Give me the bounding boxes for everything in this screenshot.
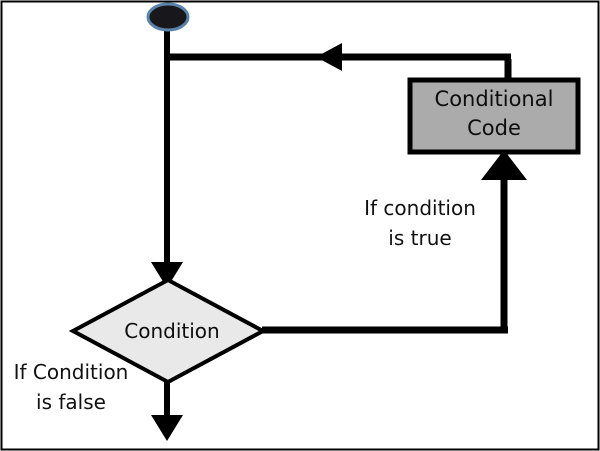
- false-branch-label-line1: If Condition: [14, 360, 129, 384]
- true-branch-label: If condition is true: [364, 196, 476, 250]
- true-branch-arrowhead: [481, 150, 527, 180]
- edge-start-to-condition-arrowhead: [151, 262, 183, 288]
- conditional-code-label-line2: Code: [467, 116, 521, 140]
- false-branch-arrowhead: [151, 415, 183, 441]
- condition-decision[interactable]: Condition: [68, 277, 268, 385]
- edge-condition-false-exit: [151, 382, 183, 441]
- condition-decision-label: Condition: [124, 319, 219, 343]
- start-node[interactable]: [146, 2, 190, 32]
- false-branch-label-line2: is false: [36, 390, 106, 414]
- false-branch-label: If Condition is false: [14, 360, 129, 414]
- edge-start-to-condition: [151, 24, 183, 288]
- condition-decision-shape: [68, 277, 268, 385]
- edge-condition-true-to-code: [262, 150, 527, 334]
- true-branch-label-line1: If condition: [364, 196, 476, 220]
- edge-code-back-to-start-path: [164, 43, 512, 80]
- conditional-code-box[interactable]: Conditional Code: [407, 77, 581, 155]
- true-branch-label-line2: is true: [388, 226, 451, 250]
- conditional-code-label-line1: Conditional: [435, 87, 554, 111]
- conditional-code-box-shape: [407, 77, 581, 155]
